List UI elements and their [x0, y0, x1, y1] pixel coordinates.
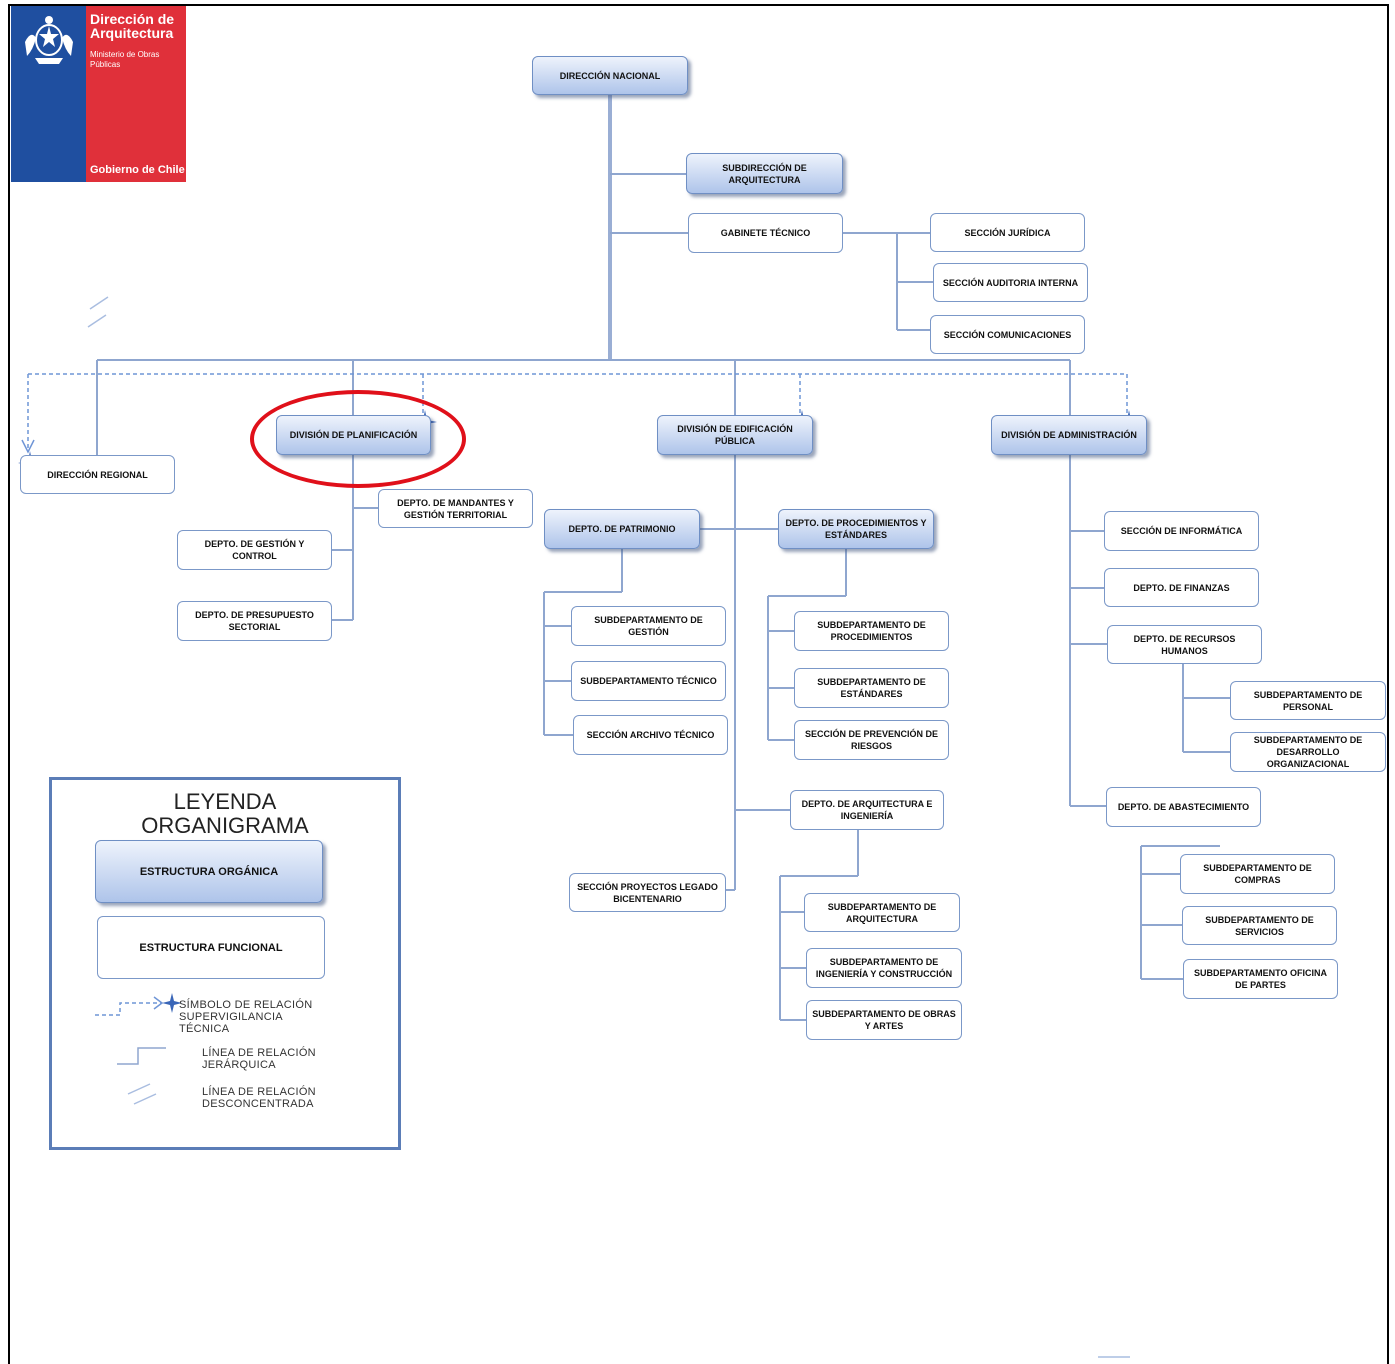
node-depto-presupuesto[interactable]: DEPTO. DE PRESUPUESTO SECTORIAL	[177, 601, 332, 641]
node-gabinete-tecnico[interactable]: GABINETE TÉCNICO	[688, 213, 843, 253]
node-seccion-bicentenario[interactable]: SECCIÓN PROYECTOS LEGADO BICENTENARIO	[569, 873, 726, 912]
node-depto-rrhh[interactable]: DEPTO. DE RECURSOS HUMANOS	[1107, 625, 1262, 664]
node-subdireccion-arquitectura[interactable]: SUBDIRECCIÓN DE ARQUITECTURA	[686, 153, 843, 194]
supervision-symbol-icon	[95, 993, 182, 1016]
node-subdepto-arquitectura[interactable]: SUBDEPARTAMENTO DE ARQUITECTURA	[804, 893, 960, 932]
node-subdepto-gestion[interactable]: SUBDEPARTAMENTO DE GESTIÓN	[571, 606, 726, 646]
node-subdepto-tecnico[interactable]: SUBDEPARTAMENTO TÉCNICO	[571, 661, 726, 701]
node-subdepto-personal[interactable]: SUBDEPARTAMENTO DE PERSONAL	[1230, 681, 1386, 720]
hierarchy-line-icon	[117, 1047, 166, 1065]
node-direccion-regional[interactable]: DIRECCIÓN REGIONAL	[20, 455, 175, 494]
page-frame	[8, 4, 1389, 1364]
legend-panel: LEYENDA ORGANIGRAMA ESTRUCTURA ORGÁNICA …	[49, 777, 401, 1150]
legend-title-line2: ORGANIGRAMA	[141, 813, 309, 838]
node-subdepto-ingenieria[interactable]: SUBDEPARTAMENTO DE INGENIERÍA Y CONSTRUC…	[806, 948, 962, 988]
node-subdepto-compras[interactable]: SUBDEPARTAMENTO DE COMPRAS	[1180, 854, 1335, 894]
node-subdepto-estandares[interactable]: SUBDEPARTAMENTO DE ESTÁNDARES	[794, 668, 949, 708]
node-depto-finanzas[interactable]: DEPTO. DE FINANZAS	[1104, 568, 1259, 607]
node-subdepto-desarrollo[interactable]: SUBDEPARTAMENTO DE DESARROLLO ORGANIZACI…	[1230, 732, 1386, 772]
node-subdepto-procedimientos[interactable]: SUBDEPARTAMENTO DE PROCEDIMIENTOS	[794, 611, 949, 651]
node-seccion-auditoria[interactable]: SECCIÓN AUDITORIA INTERNA	[933, 263, 1088, 302]
node-seccion-prevencion[interactable]: SECCIÓN DE PREVENCIÓN DE RIESGOS	[794, 720, 949, 760]
deconcentrated-line-icon	[127, 1083, 157, 1105]
node-subdepto-servicios[interactable]: SUBDEPARTAMENTO DE SERVICIOS	[1182, 906, 1337, 945]
logo-government: Gobierno de Chile	[90, 164, 185, 176]
highlight-ring	[250, 390, 466, 488]
node-depto-abastecimiento[interactable]: DEPTO. DE ABASTECIMIENTO	[1106, 787, 1261, 827]
logo-red-band	[86, 6, 186, 182]
legend-organic-sample: ESTRUCTURA ORGÁNICA	[95, 840, 323, 903]
legend-title-line1: LEYENDA	[173, 789, 277, 814]
legend-functional-sample: ESTRUCTURA FUNCIONAL	[97, 916, 325, 979]
node-depto-arquitectura[interactable]: DEPTO. DE ARQUITECTURA E INGENIERÍA	[790, 790, 944, 830]
node-subdepto-obras[interactable]: SUBDEPARTAMENTO DE OBRAS Y ARTES	[806, 1000, 962, 1040]
node-division-edificacion[interactable]: DIVISIÓN DE EDIFICACIÓN PÚBLICA	[657, 415, 813, 455]
coat-of-arms-icon	[25, 16, 73, 64]
node-subdepto-oficina-partes[interactable]: SUBDEPARTAMENTO OFICINA DE PARTES	[1183, 959, 1338, 999]
node-direccion-nacional[interactable]: DIRECCIÓN NACIONAL	[532, 56, 688, 95]
node-seccion-archivo[interactable]: SECCIÓN ARCHIVO TÉCNICO	[573, 715, 728, 755]
node-division-administracion[interactable]: DIVISIÓN DE ADMINISTRACIÓN	[991, 415, 1147, 455]
node-seccion-informatica[interactable]: SECCIÓN DE INFORMÁTICA	[1104, 511, 1259, 551]
node-depto-patrimonio[interactable]: DEPTO. DE PATRIMONIO	[544, 509, 700, 549]
node-depto-gestion-control[interactable]: DEPTO. DE GESTIÓN Y CONTROL	[177, 530, 332, 570]
node-seccion-juridica[interactable]: SECCIÓN JURÍDICA	[930, 213, 1085, 252]
node-depto-procedimientos[interactable]: DEPTO. DE PROCEDIMIENTOS Y ESTÁNDARES	[778, 509, 934, 549]
node-depto-mandantes[interactable]: DEPTO. DE MANDANTES Y GESTIÓN TERRITORIA…	[378, 489, 533, 528]
node-seccion-comunicaciones[interactable]: SECCIÓN COMUNICACIONES	[930, 315, 1085, 354]
